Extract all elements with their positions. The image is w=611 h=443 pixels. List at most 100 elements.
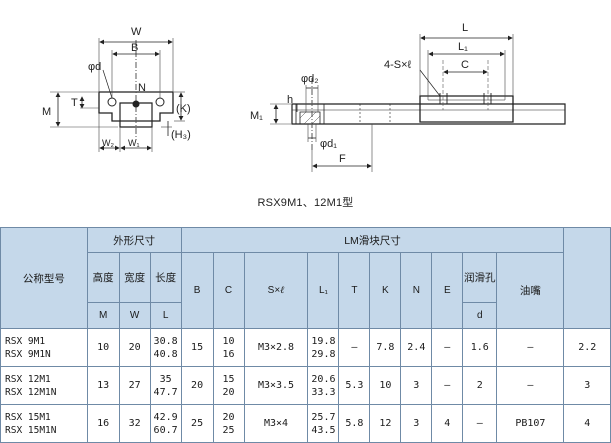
cell-K: 12: [369, 404, 402, 443]
header-height: 高度: [86, 252, 120, 303]
spec-table: 公称型号 外形尺寸 LM滑块尺寸 高度 宽度 长度 B C S×ℓ L₁ T K…: [0, 227, 611, 443]
label-H3: (H₃): [171, 129, 191, 141]
header-sym-E: E: [431, 252, 464, 329]
cell-T: 5.8: [338, 404, 371, 443]
cell-B: 20: [180, 366, 214, 405]
label-h: h: [287, 94, 293, 106]
cell-E: —: [431, 328, 464, 367]
cell-W: 32: [118, 404, 151, 443]
label-d2: φd₂: [301, 73, 319, 85]
cell-E: —: [431, 366, 464, 405]
cell-C-bottom: 25: [222, 424, 235, 436]
cell-model-bottom: RSX 9M1N: [5, 348, 51, 360]
cell-M: 13: [86, 366, 120, 405]
cell-S: M3×4: [243, 404, 309, 443]
cell-S: M3×3.5: [243, 366, 309, 405]
header-sym-C: C: [212, 252, 245, 329]
header-sym-S: S×ℓ: [243, 252, 309, 329]
side-view-labels: L L₁ C 4-S×ℓ φd₂ h M₁ φd₁ F: [250, 22, 469, 165]
header-grease: 油嘴: [496, 252, 565, 329]
header-sym-M: M: [86, 302, 120, 329]
header-sym-d: d: [462, 302, 498, 329]
cell-L1-bottom: 29.8: [311, 348, 336, 360]
figure-caption: RSX9M1、12M1型: [257, 197, 354, 209]
cell-K: 10: [369, 366, 402, 405]
header-sym-L1: L₁: [307, 252, 340, 329]
cell-L-bottom: 60.7: [153, 424, 178, 436]
label-L1: L₁: [458, 41, 468, 53]
header-sym-N: N: [400, 252, 433, 329]
cell-N: 3: [400, 404, 433, 443]
header-blank: [563, 227, 611, 329]
cell-E: 4: [431, 404, 464, 443]
label-T: T: [71, 97, 78, 109]
front-view: [50, 38, 185, 152]
cell-H3: 4: [563, 404, 611, 443]
header-sym-l-text: ℓ: [280, 285, 285, 296]
header-sym-W: W: [118, 302, 151, 329]
cell-N: 3: [400, 366, 433, 405]
header-width: 宽度: [118, 252, 151, 303]
side-view: [270, 34, 566, 172]
label-M: M: [42, 106, 51, 118]
label-L: L: [462, 22, 468, 34]
cell-d: —: [462, 404, 498, 443]
cell-model-bottom: RSX 12M1N: [5, 386, 57, 398]
cell-B: 25: [180, 404, 214, 443]
cell-T: —: [338, 328, 371, 367]
cell-C-top: 10: [222, 335, 235, 347]
header-lube-hole: 润滑孔: [462, 252, 498, 303]
label-C: C: [461, 59, 469, 71]
label-N: N: [138, 82, 146, 94]
cell-L-bottom: 47.7: [153, 386, 178, 398]
cell-L1-top: 20.6: [311, 373, 336, 385]
cell-S: M3×2.8: [243, 328, 309, 367]
label-W2: W₂: [102, 138, 114, 148]
cell-W: 20: [118, 328, 151, 367]
cell-M: 16: [86, 404, 120, 443]
header-sym-S-text: S×: [267, 285, 281, 296]
cell-C-top: 20: [222, 411, 235, 423]
header-lm-group: LM滑块尺寸: [180, 227, 565, 253]
cell-H3: 3: [563, 366, 611, 405]
header-sym-K: K: [369, 252, 402, 329]
cell-L-top: 35: [159, 373, 172, 385]
cell-L1-top: 25.7: [311, 411, 336, 423]
cell-grease: PB107: [496, 404, 565, 443]
cell-model-bottom: RSX 15M1N: [5, 424, 57, 436]
label-d: φd: [88, 61, 101, 73]
header-sym-T: T: [338, 252, 371, 329]
cell-d: 2: [462, 366, 498, 405]
label-d1: φd₁: [320, 138, 337, 150]
cell-model-top: RSX 15M1: [5, 411, 51, 423]
cell-K: 7.8: [369, 328, 402, 367]
label-M1: M₁: [250, 110, 263, 122]
cell-M: 10: [86, 328, 120, 367]
cell-C-bottom: 16: [222, 348, 235, 360]
cell-C-bottom: 20: [222, 386, 235, 398]
label-S: 4-S×ℓ: [384, 59, 412, 71]
cell-C-top: 15: [222, 373, 235, 385]
label-W: W: [131, 26, 142, 38]
label-B: B: [131, 42, 138, 54]
cell-L1-bottom: 33.3: [311, 386, 336, 398]
label-W1: W₁: [128, 138, 140, 148]
front-view-labels: W B φd N T M (K) (H₃) W₂ W₁: [42, 26, 191, 148]
cell-W: 27: [118, 366, 151, 405]
cell-L1-top: 19.8: [311, 335, 336, 347]
cell-L-top: 42.9: [153, 411, 178, 423]
cell-model-top: RSX 9M1: [5, 335, 46, 347]
